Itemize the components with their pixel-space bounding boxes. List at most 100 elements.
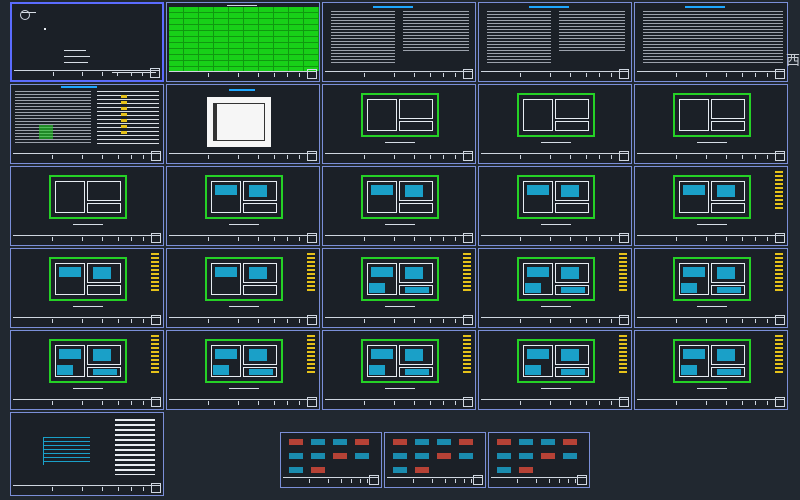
plan-sheet-17[interactable] — [478, 330, 632, 410]
floor-plan — [673, 93, 751, 145]
plan-room — [711, 367, 745, 377]
plan-fixture — [405, 267, 423, 279]
plan-room — [399, 285, 433, 295]
plan-sheet-14[interactable] — [10, 330, 164, 410]
title-block — [325, 71, 473, 79]
drawing-index-sheet[interactable] — [166, 2, 320, 82]
legend-strip — [307, 253, 315, 293]
title-block — [169, 71, 317, 79]
plan-outer-wall — [49, 257, 127, 301]
title-block-box — [307, 315, 317, 325]
title-block-box — [775, 233, 785, 243]
plan-sheet-2[interactable] — [478, 84, 632, 164]
plan-fixture — [93, 267, 111, 279]
design-notes-sheet-3[interactable] — [634, 2, 788, 82]
plan-fixture — [369, 283, 385, 293]
title-block — [637, 71, 785, 79]
title-block-box — [151, 151, 161, 161]
plan-caption — [229, 224, 259, 225]
plan-sheet-12[interactable] — [478, 248, 632, 328]
plan-room — [523, 263, 553, 295]
color-swatches — [121, 95, 127, 135]
notes-text — [331, 11, 395, 65]
detail-symbol — [289, 439, 303, 445]
title-block-box — [307, 233, 317, 243]
plan-fixture — [561, 267, 579, 279]
detail-symbol — [355, 439, 369, 445]
title-block — [481, 153, 629, 161]
plan-room — [711, 203, 745, 213]
floor-plan — [673, 257, 751, 309]
plan-sheet-13[interactable] — [634, 248, 788, 328]
plan-room — [555, 367, 589, 377]
plan-outer-wall — [205, 257, 283, 301]
title-block — [491, 477, 587, 485]
plan-fixture — [683, 267, 705, 277]
plan-sheet-8[interactable] — [634, 166, 788, 246]
plan-sheet-15[interactable] — [166, 330, 320, 410]
plan-room — [367, 345, 397, 377]
detail-sheet[interactable] — [166, 84, 320, 164]
plan-sheet-5[interactable] — [166, 166, 320, 246]
detail-strip-sheet-2[interactable] — [384, 432, 486, 488]
plan-caption — [541, 388, 571, 389]
design-notes-sheet-2[interactable] — [478, 2, 632, 82]
legend-strip — [151, 253, 159, 293]
plan-room — [555, 99, 589, 119]
detail-strip-sheet-1[interactable] — [280, 432, 382, 488]
side-tab[interactable]: 西 — [786, 53, 800, 69]
detail-symbol — [415, 467, 429, 473]
legend-strip — [619, 335, 627, 375]
title-block-box — [619, 233, 629, 243]
plan-caption — [73, 388, 103, 389]
legend-strip — [463, 253, 471, 293]
plan-fixture — [717, 287, 741, 293]
cover-sheet[interactable] — [10, 2, 164, 82]
detail-symbol — [437, 453, 451, 459]
plan-outer-wall — [49, 175, 127, 219]
plan-room — [555, 285, 589, 295]
title-block-box — [463, 233, 473, 243]
detail-strip-sheet-3[interactable] — [488, 432, 590, 488]
plan-sheet-7[interactable] — [478, 166, 632, 246]
design-notes-sheet-1[interactable] — [322, 2, 476, 82]
plan-sheet-11[interactable] — [322, 248, 476, 328]
plan-room — [555, 345, 589, 365]
plan-room — [679, 263, 709, 295]
plan-sheet-9[interactable] — [10, 248, 164, 328]
system-diagram-sheet[interactable] — [10, 412, 164, 496]
plan-room — [555, 263, 589, 283]
floor-plan — [517, 93, 595, 145]
plan-room — [87, 285, 121, 295]
plan-fixture — [249, 369, 273, 375]
plan-room — [399, 263, 433, 283]
plan-room — [555, 203, 589, 213]
plan-sheet-4[interactable] — [10, 166, 164, 246]
floor-plan — [361, 93, 439, 145]
plan-sheet-1[interactable] — [322, 84, 476, 164]
detail-symbol — [519, 453, 533, 459]
plan-outer-wall — [517, 175, 595, 219]
plan-fixture — [561, 349, 579, 361]
title-block — [169, 317, 317, 325]
plan-sheet-6[interactable] — [322, 166, 476, 246]
floor-plan — [673, 175, 751, 227]
plan-sheet-3[interactable] — [634, 84, 788, 164]
title-block — [13, 317, 161, 325]
floor-plan — [517, 257, 595, 309]
legend-strip — [307, 335, 315, 375]
title-block-box — [619, 151, 629, 161]
plan-room — [711, 121, 745, 131]
plan-fixture — [561, 369, 585, 375]
plan-sheet-10[interactable] — [166, 248, 320, 328]
detail-symbol — [289, 453, 303, 459]
plan-outer-wall — [205, 339, 283, 383]
title-block — [325, 317, 473, 325]
title-block-box — [775, 151, 785, 161]
material-table-sheet[interactable] — [10, 84, 164, 164]
sheet-title-bar — [373, 6, 413, 8]
plan-sheet-16[interactable] — [322, 330, 476, 410]
floor-plan — [49, 175, 127, 227]
floor-plan — [205, 175, 283, 227]
plan-sheet-18[interactable] — [634, 330, 788, 410]
